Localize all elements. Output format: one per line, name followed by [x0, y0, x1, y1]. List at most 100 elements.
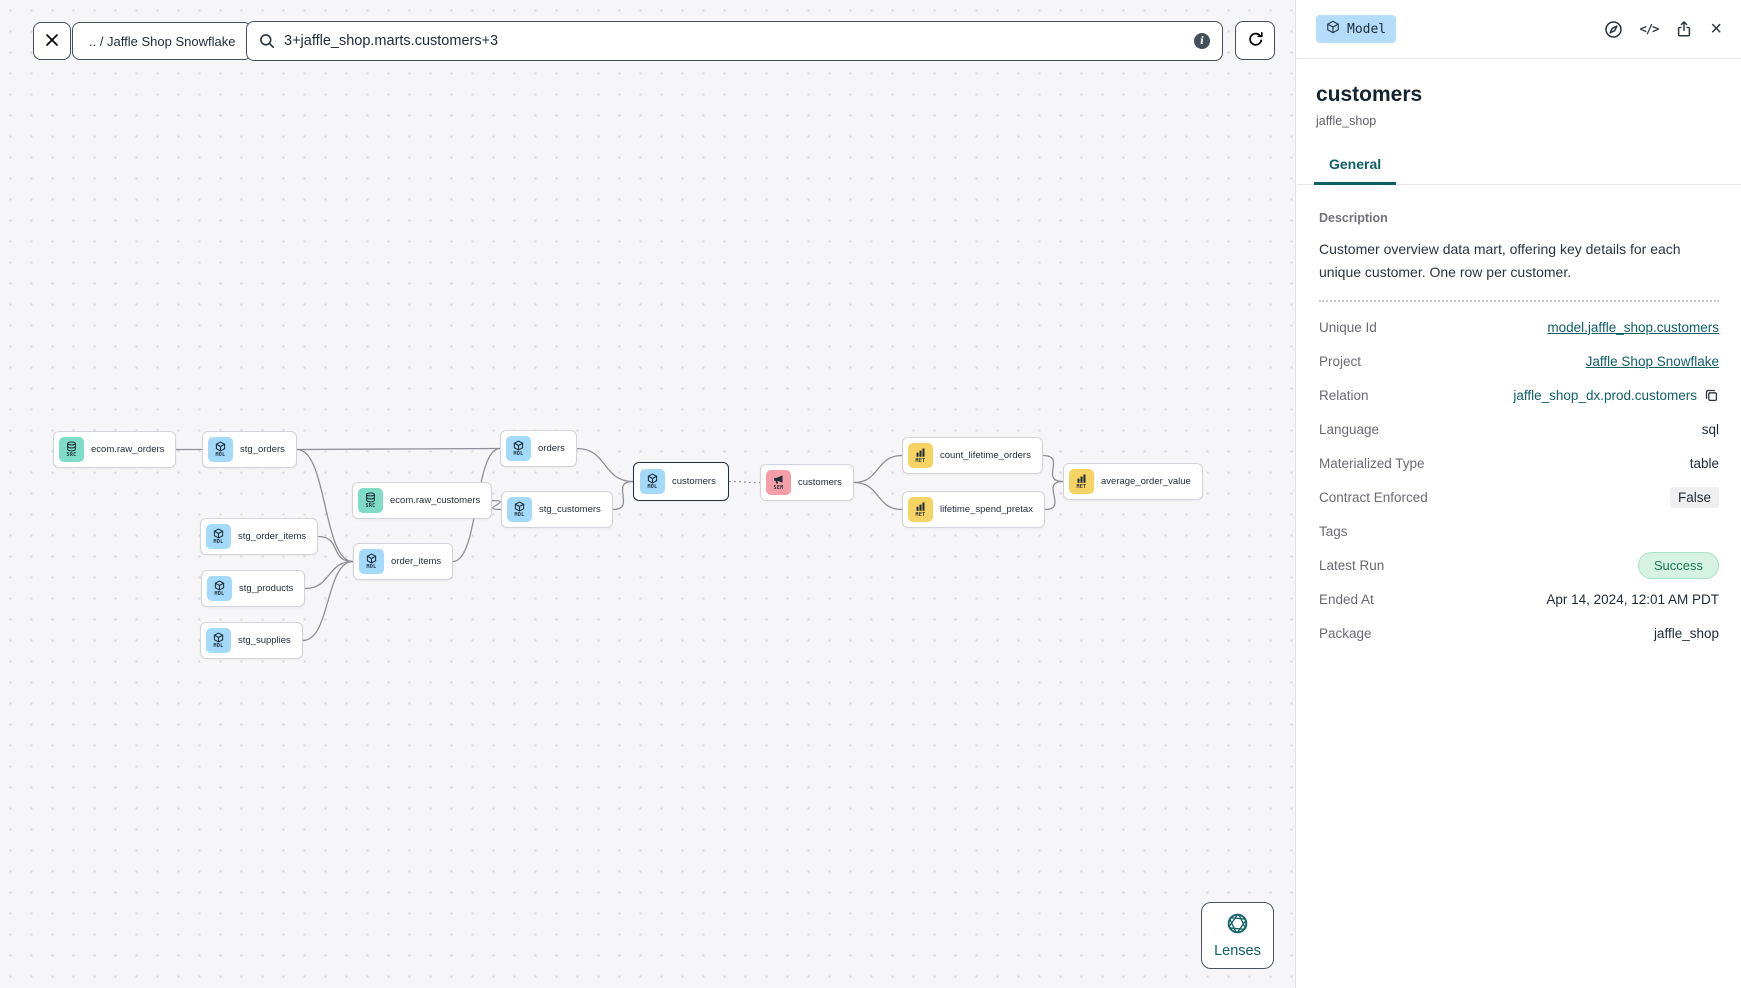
- panel-title-block: customers jaffle_shop: [1297, 59, 1741, 128]
- node-label: stg_customers: [539, 504, 601, 515]
- megaphone-icon: SEM: [766, 470, 791, 495]
- package-icon: MDL: [207, 576, 232, 601]
- value-chip: False: [1669, 486, 1719, 508]
- graph-node-stg_supplies[interactable]: MDL stg_supplies: [200, 622, 303, 659]
- field-link[interactable]: Jaffle Shop Snowflake: [1585, 353, 1719, 369]
- breadcrumb-label: .. / Jaffle Shop Snowflake: [89, 33, 236, 49]
- field-value: jaffle_shop: [1653, 625, 1719, 641]
- chart-icon: MET: [908, 497, 933, 522]
- refresh-button[interactable]: [1235, 21, 1275, 60]
- close-panel-icon[interactable]: ×: [1710, 18, 1722, 40]
- node-label: ecom.raw_customers: [390, 495, 481, 506]
- field-row-project: Project Jaffle Shop Snowflake: [1319, 344, 1719, 378]
- chart-icon: MET: [1069, 469, 1094, 494]
- search-box[interactable]: i: [246, 21, 1223, 61]
- panel-tabs: General: [1297, 147, 1741, 185]
- edge-stg_products-to-order_items: [304, 560, 354, 590]
- node-label: lifetime_spend_pretax: [940, 504, 1033, 515]
- edge-orders-to-customers: [576, 447, 634, 483]
- field-row-contract-enforced: Contract Enforced False: [1319, 480, 1719, 514]
- compass-icon[interactable]: [1604, 20, 1623, 39]
- resource-type-badge: Model: [1316, 15, 1397, 43]
- info-icon[interactable]: i: [1194, 33, 1210, 49]
- graph-node-stg_customers[interactable]: MDL stg_customers: [501, 491, 613, 528]
- chart-icon: MET: [908, 443, 933, 468]
- node-label: stg_products: [239, 583, 294, 594]
- field-label: Materialized Type: [1319, 455, 1425, 471]
- model-title: customers: [1316, 83, 1423, 106]
- package-icon: [1326, 20, 1340, 38]
- details-panel: Model </> × customers jaffle_shop Genera…: [1297, 0, 1741, 988]
- field-label: Project: [1319, 353, 1362, 369]
- tab-general[interactable]: General: [1314, 147, 1397, 185]
- field-value: Apr 14, 2024, 12:01 AM PDT: [1546, 591, 1719, 607]
- edge-customers_sem-to-lifetime_spend_pretax: [853, 481, 903, 511]
- field-label: Relation: [1319, 387, 1369, 403]
- panel-actions: </> ×: [1604, 19, 1722, 39]
- node-label: count_lifetime_orders: [940, 450, 1031, 461]
- graph-node-lifetime_spend_pretax[interactable]: MET lifetime_spend_pretax: [902, 491, 1045, 528]
- description-text: Customer overview data mart, offering ke…: [1319, 241, 1681, 280]
- node-label: customers: [798, 477, 842, 488]
- package-icon: MDL: [208, 437, 233, 462]
- breadcrumb[interactable]: .. / Jaffle Shop Snowflake: [72, 22, 253, 60]
- field-value: Jaffle Shop Snowflake: [1586, 354, 1719, 369]
- field-value: Success: [1637, 551, 1719, 579]
- node-label: customers: [672, 476, 716, 487]
- database-icon: SRC: [59, 437, 84, 462]
- node-label: stg_supplies: [238, 635, 291, 646]
- edge-stg_orders-to-orders: [296, 447, 501, 451]
- search-icon: [259, 33, 275, 49]
- field-row-package: Package jaffle_shop: [1319, 616, 1719, 650]
- graph-node-customers[interactable]: MDL customers: [633, 462, 729, 501]
- share-icon[interactable]: [1675, 20, 1693, 38]
- close-lineage-button[interactable]: [33, 22, 71, 60]
- package-icon: MDL: [507, 497, 532, 522]
- field-label: Tags: [1319, 523, 1348, 539]
- graph-node-customers_sem[interactable]: SEM customers: [760, 464, 854, 501]
- graph-node-orders[interactable]: MDL orders: [500, 430, 577, 467]
- node-label: orders: [538, 443, 565, 454]
- graph-node-stg_orders[interactable]: MDL stg_orders: [202, 431, 297, 468]
- edge-customers_sem-to-count_lifetime_orders: [853, 454, 903, 484]
- edge-stg_supplies-to-order_items: [302, 560, 354, 642]
- field-row-relation: Relation jaffle_shop_dx.prod.customers: [1319, 378, 1719, 412]
- field-link[interactable]: model.jaffle_shop.customers: [1547, 319, 1719, 335]
- panel-body: Description Customer overview data mart,…: [1297, 211, 1741, 650]
- node-label: order_items: [391, 556, 442, 567]
- graph-node-count_lifetime_orders[interactable]: MET count_lifetime_orders: [902, 437, 1043, 474]
- node-label: stg_orders: [240, 444, 285, 455]
- edge-stg_order_items-to-order_items: [317, 535, 354, 563]
- package-icon: MDL: [206, 628, 231, 653]
- package-icon: MDL: [506, 436, 531, 461]
- field-value: False: [1669, 486, 1719, 508]
- field-label: Package: [1319, 625, 1372, 641]
- field-row-tags: Tags: [1319, 514, 1719, 548]
- node-label: ecom.raw_orders: [91, 444, 165, 455]
- panel-header: Model </> ×: [1297, 0, 1741, 59]
- lenses-label: Lenses: [1214, 942, 1261, 959]
- code-icon[interactable]: </>: [1639, 22, 1660, 36]
- node-label: stg_order_items: [238, 531, 307, 542]
- graph-node-ecom_raw_orders[interactable]: SRC ecom.raw_orders: [53, 431, 177, 468]
- copy-icon[interactable]: [1704, 388, 1719, 403]
- edge-customers-to-customers_sem: [728, 480, 761, 484]
- field-label: Contract Enforced: [1319, 489, 1428, 505]
- field-value: jaffle_shop_dx.prod.customers: [1513, 388, 1719, 403]
- package-icon: MDL: [640, 469, 665, 494]
- graph-node-stg_products[interactable]: MDL stg_products: [201, 570, 306, 607]
- search-input[interactable]: [284, 33, 1185, 49]
- lenses-button[interactable]: Lenses: [1201, 902, 1274, 969]
- divider: [1319, 300, 1719, 303]
- model-subtitle: jaffle_shop: [1316, 114, 1377, 128]
- field-label: Unique Id: [1319, 319, 1377, 335]
